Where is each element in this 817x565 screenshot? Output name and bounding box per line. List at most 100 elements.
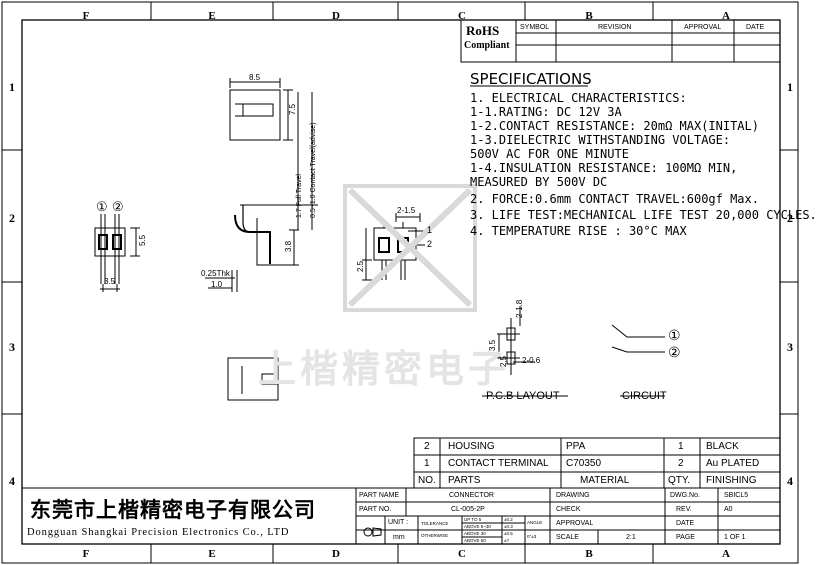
column-label-c: C [458,10,466,22]
tol-row-4: ABOVE 50 [464,538,486,543]
rohs-compliant-label: Compliant [464,40,510,51]
row-label-1-right: 1 [787,80,793,94]
tol-row-1-value: ±0.2 [504,517,513,522]
rev-header-approval: APPROVAL [684,24,722,31]
column-label-e: E [208,10,216,22]
bom-qty-1: 1 [678,441,684,452]
label-1: 1 [427,225,433,235]
bom-header-no: NO. [418,475,436,486]
column-label-f: F [82,10,90,22]
check-label: CHECK [556,506,581,513]
dim-thickness: 0.25Thk [201,269,230,278]
row-label-4: 4 [9,474,15,488]
rohs-label: RoHS [466,23,500,38]
page-label: PAGE [676,534,695,541]
column-label-d-bottom: D [332,548,340,560]
column-label-b: B [585,10,593,22]
unit-value: mm [393,534,405,541]
rev-header-revision: REVISION [598,24,632,31]
drawing-label: DRAWING [556,492,590,499]
tol-row-2: ABOVE 5~30 [464,524,491,529]
otherwise-label: OTHERWISE [421,533,449,538]
rev-label: REV. [676,506,692,513]
dim-contact-travel: 0.5~1.0 Contact Travel(advise) [310,122,317,218]
spec-title: SPECIFICATIONS [470,70,592,88]
column-label-a: A [722,10,730,22]
row-label-3: 3 [9,340,15,354]
dwg-no-label: DWG.No. [670,492,700,499]
company-name-cn: 东莞市上楷精密电子有限公司 [30,497,316,522]
scale-value: 2:1 [626,534,636,541]
row-label-4-right: 4 [787,474,793,488]
pin-1-label: ① [96,199,108,214]
rev-value: A0 [724,506,733,513]
pin-2-label: ② [112,199,124,214]
page-value: 1 OF 1 [724,534,746,541]
bom-header-material: MATERIAL [580,475,630,486]
bom-header-finishing: FINISHING [706,475,757,486]
date-label: DATE [676,520,695,527]
spec-line-4: 1-3.DIELECTRIC WITHSTANDING VOLTAGE: [470,133,731,147]
circuit-pin-2: ② [668,344,681,360]
dwg-no-value: SBICL5 [724,492,749,499]
row-label-1: 1 [9,80,15,94]
spec-line-6: 1-4.INSULATION RESISTANCE: 100MΩ MIN, [470,161,738,175]
bom-header-qty: QTY. [668,475,691,486]
dim-pin-1-5: 2-1.5 [397,206,416,215]
bom-part-contact-terminal: CONTACT TERMINAL [448,458,549,469]
bom-qty-2: 2 [678,458,684,469]
part-no-label: PART NO. [359,506,392,513]
bom-header-parts: PARTS [448,475,481,486]
row-label-3-right: 3 [787,340,793,354]
column-label-b-bottom: B [585,548,593,560]
spec-line-9: 3. LIFE TEST:MECHANICAL LIFE TEST 20,000… [470,208,817,222]
rev-header-date: DATE [746,24,765,31]
column-label-e-bottom: E [208,548,216,560]
part-name-label: PART NAME [359,492,400,499]
company-name-en: Dongguan Shangkai Precision Electronics … [27,527,290,538]
spec-line-10: 4. TEMPERATURE RISE : 30°C MAX [470,224,687,238]
dim-hole-1-8: 2-1.8 [515,299,524,318]
spec-line-1: 1. ELECTRICAL CHARACTERISTICS: [470,91,687,105]
rev-header-symbol: SYMBOL [520,24,550,31]
tol-row-4-value: ±? [504,538,509,543]
spec-line-2: 1-1.RATING: DC 12V 3A [470,105,622,119]
bom-material-c70350: C70350 [566,458,602,469]
tol-row-3: ABOVE 30 [464,531,486,536]
dim-pitch-3-5: 3.5 [104,277,116,286]
spec-line-3: 1-2.CONTACT RESISTANCE: 20mΩ MAX(INITAL) [470,119,759,133]
dim-height-2-5: 2.5 [356,260,365,272]
dim-pcb-3-5: 3.5 [488,339,497,351]
dim-pad-0-6: 2-0.6 [522,356,541,365]
bom-part-housing: HOUSING [448,441,495,452]
pcb-layout-label: P.C.B LAYOUT [486,390,560,402]
spec-line-5: 500V AC FOR ONE MINUTE [470,147,629,161]
unit-label: UNIT : [388,519,409,526]
label-2: 2 [427,239,433,249]
circuit-pin-1: ① [668,327,681,343]
angle-value: 0°±3 [527,534,537,539]
column-label-a-bottom: A [722,548,730,560]
tol-row-3-value: ±0.5 [504,531,513,536]
tol-row-1: UP TO 5 [464,517,482,522]
drawing-lines [1,1,799,564]
bom-no-2: 2 [424,441,430,452]
dim-width-1-0: 1.0 [211,280,223,289]
dim-full-travel: 1.7 Full Travel [296,174,303,218]
spec-line-8: 2. FORCE:0.6mm CONTACT TRAVEL:600gf Max. [470,192,759,206]
dim-pcb-2-5: 2.5 [499,355,508,367]
watermark-text: 上楷精密电子 [258,347,511,391]
angle-label: ANGLE [527,520,543,525]
dim-width-8-5: 8.5 [249,73,261,82]
column-label-c-bottom: C [458,548,466,560]
dim-height-7-5: 7.5 [288,103,297,115]
part-no-value: CL-005-2P [451,506,485,513]
row-label-2-right: 2 [787,211,793,225]
scale-label: SCALE [556,534,579,541]
row-label-2: 2 [9,211,15,225]
circuit-label: CIRCUIT [622,390,667,402]
dim-height-3-8: 3.8 [284,240,293,252]
bom-finishing-black: BLACK [706,441,739,452]
column-label-f-bottom: F [82,548,90,560]
